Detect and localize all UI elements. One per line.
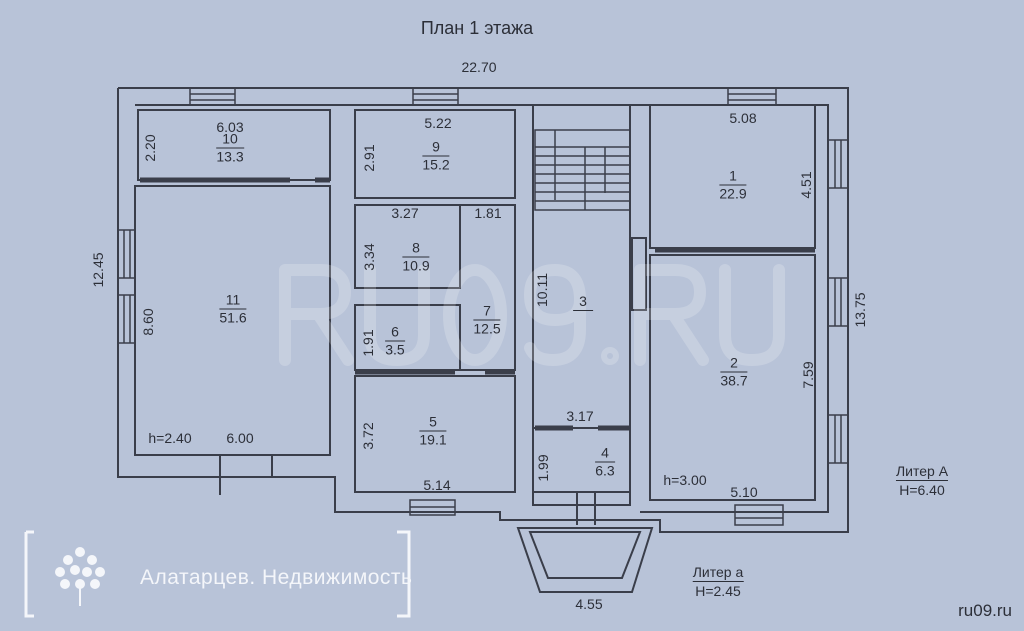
outer-wall xyxy=(117,87,849,533)
room-10-width: 6.03 xyxy=(216,119,244,135)
porch xyxy=(516,527,654,593)
room-area: 38.7 xyxy=(720,372,748,389)
room-number: 7 xyxy=(473,303,501,321)
watermark-bracket-right xyxy=(397,530,411,618)
site-label: ru09.ru xyxy=(958,601,1012,620)
entrance-doors xyxy=(219,455,596,525)
room-area: 22.9 xyxy=(719,185,747,202)
room-area: 51.6 xyxy=(219,309,247,326)
column xyxy=(631,237,647,311)
room-3-depth: 10.11 xyxy=(534,273,550,307)
room-number: 2 xyxy=(720,355,748,373)
partitions xyxy=(140,177,815,431)
room-area: 12.5 xyxy=(473,320,501,337)
room-4-width: 3.17 xyxy=(566,408,594,424)
room-area: 15.2 xyxy=(422,156,450,173)
room-11-height: h=2.40 xyxy=(148,430,192,446)
room-2-width: 5.10 xyxy=(730,484,758,500)
room-7-width: 1.81 xyxy=(474,205,502,221)
liter-name: Литер А xyxy=(895,463,949,481)
liter-height: H=2.45 xyxy=(695,583,741,599)
room-area: 6.3 xyxy=(595,462,615,479)
room-9-depth: 2.91 xyxy=(361,144,377,172)
room-2-height: h=3.00 xyxy=(663,472,707,488)
room-area: 10.9 xyxy=(402,257,430,274)
room-3-outline xyxy=(532,104,631,506)
room-5-outline xyxy=(354,375,516,493)
room-area: 13.3 xyxy=(216,148,244,165)
room-8-outline xyxy=(354,204,461,289)
dim-right-height: 13.75 xyxy=(852,292,868,328)
room-area: 3.5 xyxy=(385,341,405,358)
porch-inner xyxy=(528,531,642,579)
plan-title: План 1 этажа xyxy=(420,18,534,38)
dim-left-height: 12.45 xyxy=(90,252,106,288)
room-1-depth: 4.51 xyxy=(798,171,814,199)
watermark-tree-logo xyxy=(24,530,105,618)
room-11-width: 6.00 xyxy=(226,430,254,446)
room-number: 5 xyxy=(419,414,447,432)
room-number: 10 xyxy=(216,131,244,149)
room-2-outline xyxy=(649,254,816,501)
room-area: 19.1 xyxy=(419,431,447,448)
room-10-depth: 2.20 xyxy=(142,134,158,162)
room-5-width: 5.14 xyxy=(423,477,451,493)
staircase xyxy=(534,129,631,211)
room-2-depth: 7.59 xyxy=(800,361,816,389)
room-number: 1 xyxy=(719,168,747,186)
room-4-outline xyxy=(532,427,631,493)
watermark-faded-site-picture xyxy=(279,264,785,366)
room-number: 11 xyxy=(219,292,247,310)
watermark-brand: Алатарцев. Недвижимость xyxy=(140,566,413,589)
room-3-label: 3 xyxy=(573,293,593,311)
room-11-depth: 8.60 xyxy=(140,308,156,336)
room-9-width: 5.22 xyxy=(424,115,452,131)
dim-porch-width: 4.55 xyxy=(575,596,603,612)
room-5-depth: 3.72 xyxy=(360,422,376,450)
room-number: 8 xyxy=(402,240,430,258)
liter-height: H=6.40 xyxy=(899,482,945,498)
room-number: 6 xyxy=(385,324,405,342)
room-6-depth: 1.91 xyxy=(360,329,376,357)
liter-name: Литер а xyxy=(692,564,744,582)
windows xyxy=(117,87,849,526)
room-1-width: 5.08 xyxy=(729,110,757,126)
room-9-outline xyxy=(354,109,516,199)
room-8-depth: 3.34 xyxy=(361,243,377,271)
room-number: 9 xyxy=(422,139,450,157)
room-4-depth: 1.99 xyxy=(535,454,551,482)
room-number: 4 xyxy=(595,445,615,463)
room-number: 3 xyxy=(573,293,593,311)
room-8-width: 3.27 xyxy=(391,205,419,221)
dim-total-width: 22.70 xyxy=(461,59,497,75)
